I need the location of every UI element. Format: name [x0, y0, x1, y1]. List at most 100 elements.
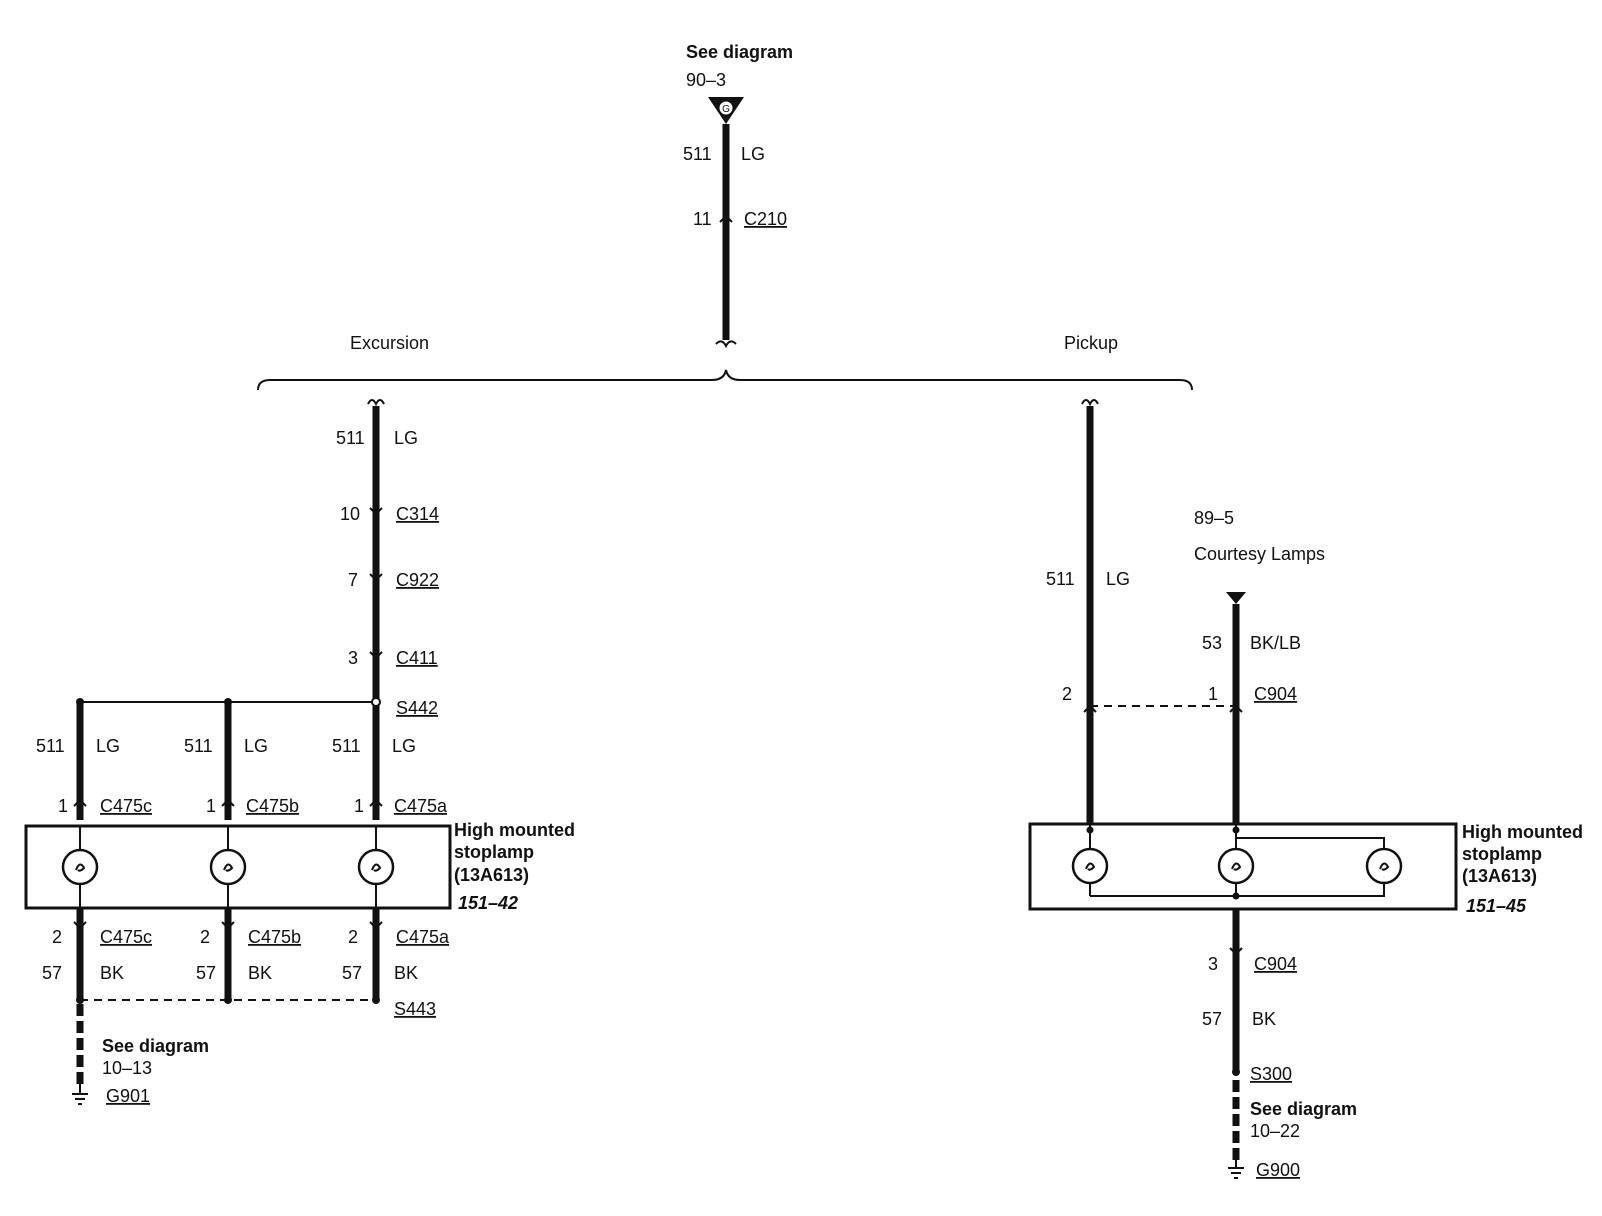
connector-mark-icon: [221, 921, 235, 930]
bulb-icon: [1217, 847, 1255, 885]
ground-c-color: BK: [100, 963, 124, 983]
pickup-lamp-ref: 151–45: [1466, 896, 1527, 916]
wire-break-icon: [715, 340, 737, 349]
bulb-icon: [1365, 847, 1403, 885]
g900-label: G900: [1256, 1160, 1300, 1180]
branch-b-color: LG: [244, 736, 268, 756]
top-see-diagram: See diagram: [686, 42, 793, 62]
bulb-icon: [209, 848, 247, 886]
branch-brace: [257, 369, 1193, 391]
wire-break-icon: [1081, 399, 1099, 407]
branch-c-color: LG: [96, 736, 120, 756]
courtesy-terminal-icon: [1226, 592, 1246, 604]
connector-mark-icon: [1229, 947, 1243, 956]
top-circuit: 511: [683, 144, 712, 164]
g901-see-diagram: See diagram: [102, 1036, 209, 1056]
c922-label: C922: [396, 570, 439, 590]
g901-label: G901: [106, 1086, 150, 1106]
connector-mark-icon: [369, 651, 383, 660]
c475b-in-label: C475b: [246, 796, 299, 816]
excursion-feed-color: LG: [394, 428, 418, 448]
courtesy-ref: 89–5: [1194, 508, 1234, 528]
terminal-letter: G: [722, 104, 730, 115]
top-diagram-ref: 90–3: [686, 70, 726, 90]
c475b-in-pin: 1: [206, 796, 216, 816]
ground-icon: [1228, 1160, 1244, 1179]
connector-mark-icon: [221, 798, 235, 807]
g900-ref: 10–22: [1250, 1121, 1300, 1141]
c475c-out-label: C475c: [100, 927, 152, 947]
pickup-lamp-name-2: stoplamp: [1462, 844, 1542, 864]
connector-mark-icon: [719, 214, 733, 223]
bulb-icon: [357, 848, 395, 886]
ground-c-circuit: 57: [42, 963, 62, 983]
pickup-lamp-part: (13A613): [1462, 866, 1537, 886]
c904-label: C904: [1254, 684, 1297, 704]
junction-dot: [1232, 892, 1240, 900]
c411-pin: 3: [348, 648, 358, 668]
s300-label: S300: [1250, 1064, 1292, 1084]
connector-mark-icon: [369, 798, 383, 807]
top-color: LG: [741, 144, 765, 164]
courtesy-pin: 1: [1208, 684, 1218, 704]
bulb-icon: [61, 848, 99, 886]
c475b-out-pin: 2: [200, 927, 210, 947]
terminal-circle-icon: [718, 100, 734, 116]
c922-pin: 7: [348, 570, 358, 590]
connector-mark-icon: [369, 507, 383, 516]
branch-a-circuit: 511: [332, 736, 361, 756]
pickup-ground-color: BK: [1252, 1009, 1276, 1029]
excursion-lamp-name-2: stoplamp: [454, 842, 534, 862]
splice-dot: [371, 697, 381, 707]
connector-mark-icon: [1229, 704, 1243, 713]
branch-label-pickup: Pickup: [1064, 333, 1118, 353]
branch-b-circuit: 511: [184, 736, 213, 756]
splice-dot: [224, 996, 232, 1004]
ground-a-circuit: 57: [342, 963, 362, 983]
connector-mark-icon: [1083, 704, 1097, 713]
pickup-lamp-name-1: High mounted: [1462, 822, 1583, 842]
pickup-stoplamp-box: [1028, 822, 1458, 911]
ground-b-color: BK: [248, 963, 272, 983]
bulb-icon: [1071, 847, 1109, 885]
c475b-out-label: C475b: [248, 927, 301, 947]
connector-mark-icon: [369, 921, 383, 930]
c411-label: C411: [396, 648, 438, 668]
splice-dot: [372, 996, 380, 1004]
pickup-feed-circuit: 511: [1046, 569, 1075, 589]
junction-dot: [1232, 826, 1240, 834]
excursion-lamp-name-1: High mounted: [454, 820, 575, 840]
courtesy-label: Courtesy Lamps: [1194, 544, 1325, 564]
c904-out-pin: 3: [1208, 954, 1218, 974]
c475c-in-label: C475c: [100, 796, 152, 816]
branch-a-color: LG: [392, 736, 416, 756]
ground-icon: [72, 1084, 88, 1105]
courtesy-color: BK/LB: [1250, 633, 1301, 653]
c314-pin: 10: [340, 504, 360, 524]
splice-dot: [76, 996, 84, 1004]
g900-see-diagram: See diagram: [1250, 1099, 1357, 1119]
s443-label: S443: [394, 999, 436, 1019]
c210-label: C210: [744, 209, 787, 229]
c475a-out-label: C475a: [396, 927, 450, 947]
c314-label: C314: [396, 504, 439, 524]
c210-pin: 11: [693, 209, 712, 229]
branch-label-excursion: Excursion: [350, 333, 429, 353]
pickup-feed-pin: 2: [1062, 684, 1072, 704]
pickup-feed-color: LG: [1106, 569, 1130, 589]
connector-mark-icon: [369, 573, 383, 582]
junction-dot: [1086, 826, 1094, 834]
branch-c-circuit: 511: [36, 736, 65, 756]
excursion-lamp-ref: 151–42: [458, 893, 518, 913]
wire-break-icon: [367, 399, 385, 407]
c904-out-label: C904: [1254, 954, 1297, 974]
connector-mark-icon: [73, 798, 87, 807]
c475c-in-pin: 1: [58, 796, 68, 816]
excursion-feed-circuit: 511: [336, 428, 365, 448]
connector-mark-icon: [73, 921, 87, 930]
excursion-stoplamp-box: [24, 824, 452, 910]
c475a-in-pin: 1: [354, 796, 364, 816]
courtesy-circuit: 53: [1202, 633, 1222, 653]
splice-dot: [1232, 1068, 1240, 1076]
